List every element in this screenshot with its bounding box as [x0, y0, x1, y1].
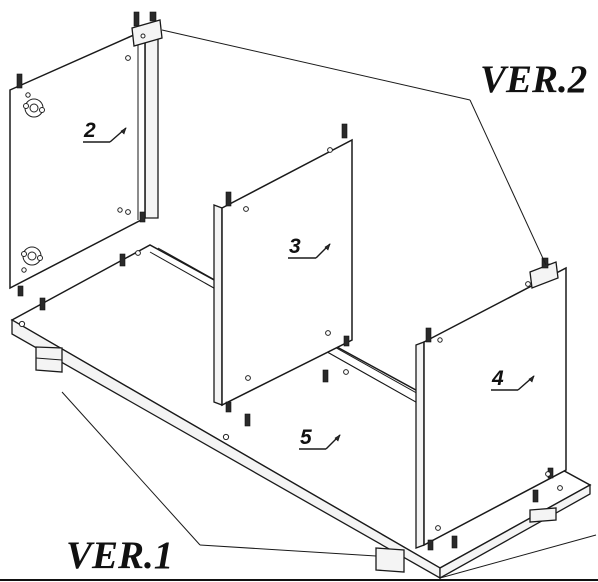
bracket-top-left	[131, 11, 163, 47]
part-number-5: 5	[300, 426, 312, 449]
cam-lock-upper	[23, 98, 45, 118]
callout-lines	[61, 29, 597, 579]
part-number-4: 4	[491, 367, 504, 390]
foot-front-left	[35, 346, 63, 373]
right-side-panel: 4	[415, 257, 567, 551]
foot-back-right	[529, 507, 557, 523]
left-side-panel: 2	[9, 11, 163, 297]
label-ver-1: VER.1	[66, 534, 173, 577]
middle-divider-panel: 3	[213, 123, 353, 413]
loose-fittings	[39, 253, 539, 549]
foot-front-right	[375, 547, 405, 573]
part-number-2: 2	[83, 119, 96, 142]
label-ver-2: VER.2	[480, 58, 587, 101]
part-number-3: 3	[289, 235, 301, 258]
cam-lock-lower	[21, 246, 43, 266]
